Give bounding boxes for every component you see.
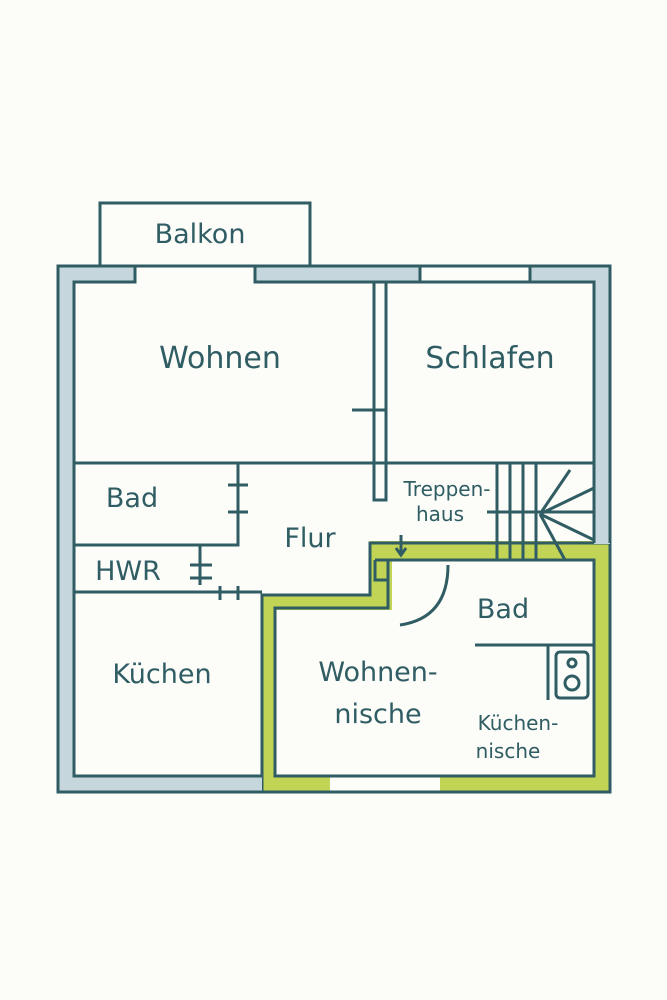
label-wohnen: Wohnen: [159, 341, 281, 376]
entrance-arrow-icon: [394, 535, 408, 558]
door-swing: [399, 564, 450, 627]
label-flur: Flur: [284, 523, 336, 554]
interior-walls: [74, 280, 594, 600]
label-balkon: Balkon: [155, 219, 246, 250]
label-treppenhaus-2: haus: [416, 502, 464, 526]
label-wohnennische-1: Wohnen-: [318, 657, 437, 688]
label-hwr: HWR: [95, 556, 161, 587]
exterior-walls: [56, 264, 612, 794]
label-bad-2: Bad: [477, 594, 529, 625]
kitchenette: [475, 643, 594, 700]
label-treppenhaus-1: Treppen-: [403, 477, 491, 501]
label-bad: Bad: [106, 483, 158, 514]
label-wohnennische-2: nische: [334, 699, 421, 730]
staircase: [487, 463, 595, 561]
label-kuechennische-1: Küchen-: [478, 711, 559, 735]
balcony: [98, 201, 312, 268]
label-kuechen: Küchen: [112, 659, 211, 690]
window: [330, 776, 440, 792]
label-schlafen: Schlafen: [425, 341, 554, 376]
label-kuechennische-2: nische: [476, 739, 541, 763]
stove-icon: [554, 650, 590, 700]
